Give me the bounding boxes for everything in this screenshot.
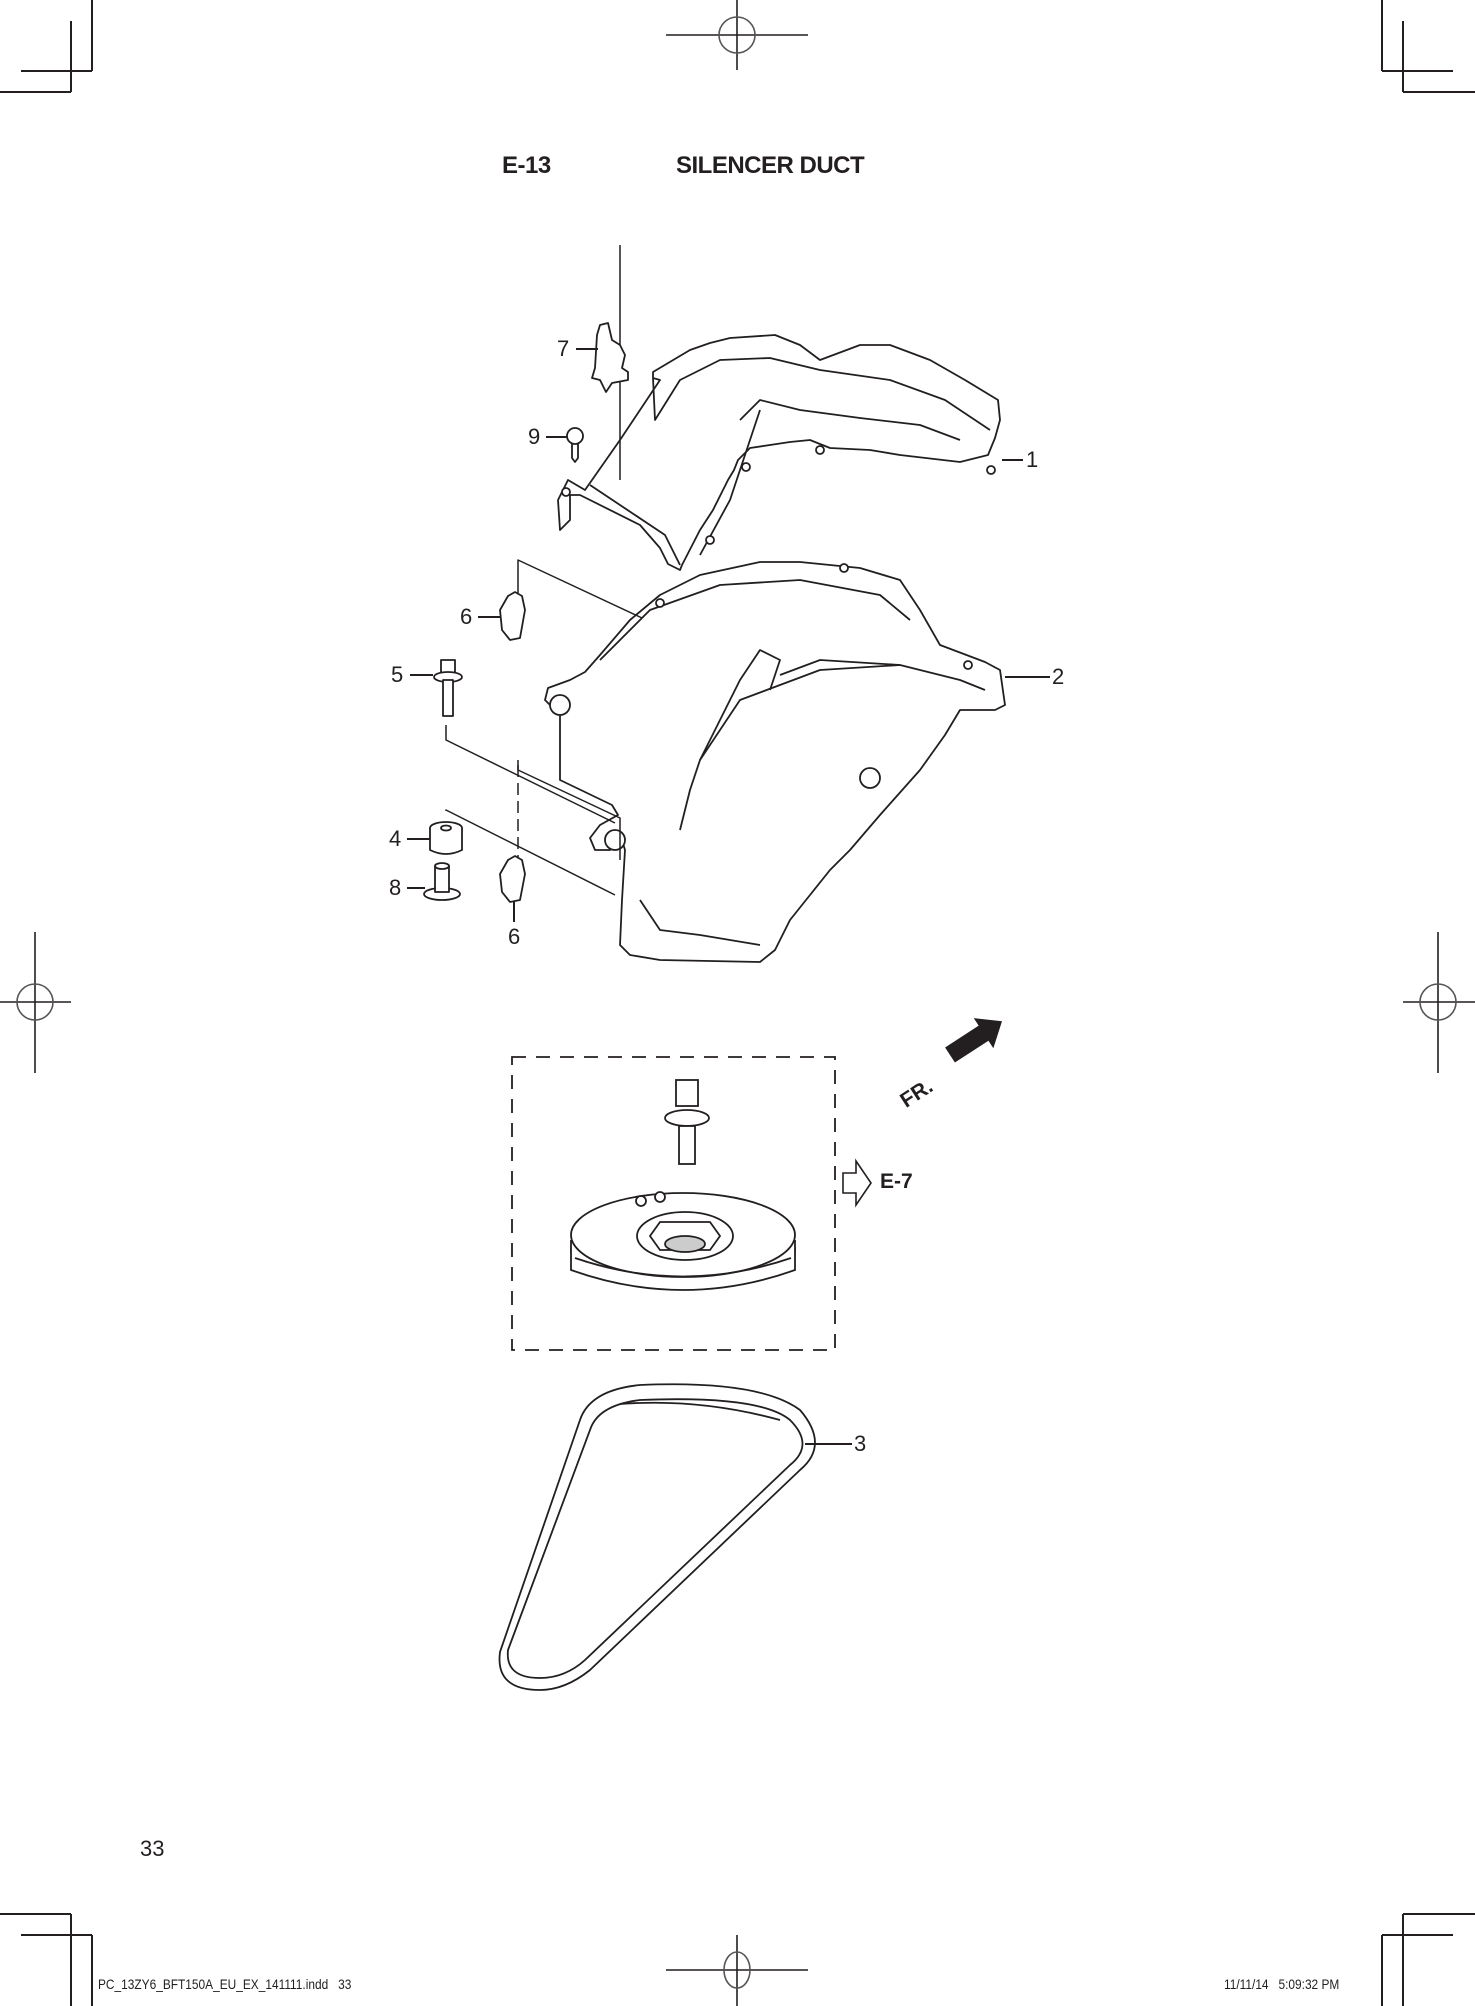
registration-mark-left <box>0 932 71 1073</box>
footer-file-name: PC_13ZY6_BFT150A_EU_EX_141111.indd 33 <box>98 1976 352 1992</box>
crop-mark-top-left <box>0 0 93 93</box>
crop-mark-top-right <box>1381 0 1475 93</box>
callout-6-upper: 6 <box>460 604 473 629</box>
callout-2: 2 <box>1052 664 1065 689</box>
part-2-silencer-duct-lower <box>544 561 1006 963</box>
part-3-v-belt <box>498 1383 816 1691</box>
callout-ticks <box>407 348 1050 1445</box>
footer-timestamp: 11/11/14 5:09:32 PM <box>1224 1976 1340 1992</box>
leader-lines <box>445 245 643 896</box>
callout-3: 3 <box>854 1431 867 1456</box>
part-7-wire-clamp <box>591 322 629 393</box>
pulley-reference-box <box>511 1056 836 1351</box>
part-9-tapping-screw <box>566 427 584 463</box>
callout-9: 9 <box>528 424 541 449</box>
part-1-silencer-duct-upper <box>557 334 1001 571</box>
registration-mark-right <box>1403 932 1475 1073</box>
crop-mark-bottom-right <box>1381 1913 1475 2006</box>
cross-reference-label: E-7 <box>880 1170 913 1193</box>
crop-mark-bottom-left <box>0 1913 93 2006</box>
front-direction-arrow-icon <box>945 1018 1002 1063</box>
callout-4: 4 <box>389 826 402 851</box>
callout-7: 7 <box>557 336 570 361</box>
part-6-clip-upper <box>499 591 526 641</box>
reference-arrow-icon <box>842 1158 872 1208</box>
callout-5: 5 <box>391 662 404 687</box>
part-5-flange-bolt <box>433 659 463 717</box>
pulley-bolt <box>664 1079 710 1165</box>
callout-6-lower: 6 <box>508 924 521 949</box>
registration-mark-bottom <box>666 1935 808 2006</box>
callout-8: 8 <box>389 875 402 900</box>
section-title: SILENCER DUCT <box>676 152 865 179</box>
part-8-collar <box>423 862 461 901</box>
part-4-grommet <box>429 821 463 855</box>
callout-1: 1 <box>1026 447 1039 472</box>
part-6-clip-lower <box>499 855 526 903</box>
registration-mark-top <box>666 0 808 70</box>
page-number: 33 <box>140 1836 165 1861</box>
drive-pulley <box>570 1191 796 1291</box>
section-code: E-13 <box>502 152 551 179</box>
